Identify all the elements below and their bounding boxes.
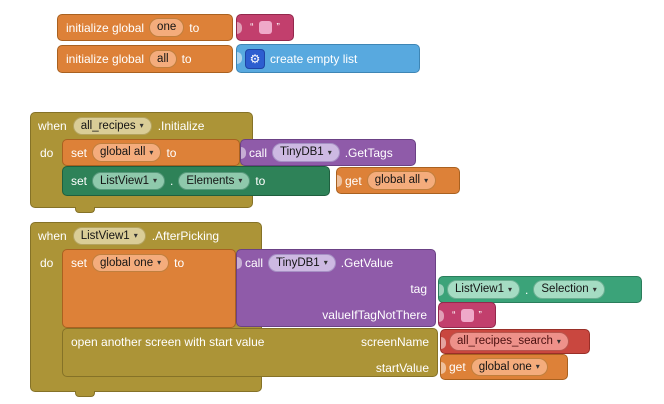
set-row: set global one ▾ to [63, 250, 235, 276]
to-label: to [255, 174, 266, 188]
create-empty-list-label: create empty list [270, 51, 358, 66]
event-name-label: .AfterPicking [151, 229, 220, 244]
dropdown-arrow-icon: ▾ [157, 258, 162, 267]
dropdown-arrow-icon: ▾ [153, 176, 158, 185]
call-row: call TinyDB1 ▾ .GetValue [237, 250, 435, 276]
dropdown-arrow-icon: ▾ [133, 231, 138, 241]
block-create-empty-list[interactable]: ⚙ create empty list [236, 44, 420, 73]
dropdown-arrow-icon: ▾ [592, 284, 597, 294]
connector-tab [75, 391, 95, 397]
empty-string-field[interactable] [258, 21, 272, 34]
block-set-listview-elements[interactable]: set ListView1 ▾ . Elements ▾ to [62, 166, 330, 196]
value-if-tag-not-there-label: valueIfTagNotThere [322, 308, 427, 322]
initialize-label: initialize global [66, 20, 145, 35]
event-name-label: .Initialize [157, 119, 205, 134]
value-if-param-row: valueIfTagNotThere [237, 302, 435, 328]
close-quote-icon: ” [276, 22, 280, 33]
block-initialize-global-one[interactable]: initialize global one to [57, 14, 233, 41]
when-label: when [38, 229, 67, 244]
set-label: set [71, 174, 88, 188]
to-label: to [189, 20, 200, 35]
open-quote-icon: “ [452, 309, 456, 321]
dot-label: . [525, 282, 529, 297]
block-listview-selection-getter[interactable]: ListView1 ▾ . Selection ▾ [438, 276, 642, 303]
component-dropdown-listview1[interactable]: ListView1 ▾ [447, 280, 521, 299]
empty-string-field[interactable] [460, 308, 474, 322]
variable-dropdown-global-all[interactable]: global all ▾ [366, 171, 437, 190]
method-name-label: .GetValue [340, 256, 394, 270]
dropdown-arrow-icon: ▾ [535, 362, 540, 371]
mutator-gear-icon[interactable]: ⚙ [245, 48, 265, 69]
call-label: call [249, 145, 268, 160]
to-label: to [174, 256, 185, 270]
dropdown-arrow-icon: ▾ [327, 147, 332, 157]
open-screen-label: open another screen with start value [71, 335, 265, 349]
block-get-global-one[interactable]: get global one ▾ [440, 354, 568, 380]
dropdown-arrow-icon: ▾ [424, 175, 429, 185]
block-screen-name-picker[interactable]: all_recipes_search ▾ [440, 329, 590, 354]
block-empty-string-one[interactable]: “ ” [236, 14, 294, 41]
dropdown-arrow-icon: ▾ [556, 336, 561, 346]
event-header: when ListView1 ▾ .AfterPicking [38, 227, 220, 246]
screen-dropdown-all-recipes-search[interactable]: all_recipes_search ▾ [449, 332, 569, 351]
block-empty-string-default[interactable]: “ ” [438, 302, 496, 328]
set-label: set [71, 145, 88, 160]
screen-name-row: open another screen with start value scr… [63, 329, 437, 355]
component-dropdown-all-recipes[interactable]: all_recipes ▾ [72, 117, 152, 136]
initialize-label: initialize global [66, 52, 145, 66]
dropdown-arrow-icon: ▾ [508, 284, 513, 294]
do-label: do [40, 146, 54, 160]
start-value-row: startValue [63, 355, 437, 381]
to-label: to [181, 52, 192, 66]
open-quote-icon: “ [250, 22, 254, 33]
connector-tab [75, 207, 95, 213]
block-call-tinydb-getvalue[interactable]: call TinyDB1 ▾ .GetValue tag valueIfTagN… [236, 249, 436, 327]
screen-name-param-label: screenName [360, 335, 429, 349]
dot-label: . [170, 174, 174, 188]
set-label: set [71, 256, 88, 270]
do-label: do [40, 256, 54, 270]
dropdown-arrow-icon: ▾ [238, 176, 243, 185]
get-label: get [449, 360, 466, 374]
component-dropdown-tinydb1[interactable]: TinyDB1 ▾ [272, 143, 340, 162]
variable-dropdown-global-one[interactable]: global one ▾ [470, 357, 548, 377]
dropdown-arrow-icon: ▾ [323, 258, 328, 267]
block-get-global-all[interactable]: get global all ▾ [336, 167, 460, 194]
to-label: to [166, 145, 177, 160]
property-dropdown-selection[interactable]: Selection ▾ [533, 280, 605, 299]
when-label: when [38, 119, 67, 134]
variable-name-field-one[interactable]: one [149, 18, 185, 37]
method-name-label: .GetTags [344, 145, 393, 160]
dropdown-arrow-icon: ▾ [149, 147, 154, 157]
variable-name-field-all[interactable]: all [149, 49, 177, 69]
block-set-global-all[interactable]: set global all ▾ to [62, 139, 240, 166]
component-dropdown-listview1[interactable]: ListView1 ▾ [92, 171, 166, 191]
tag-param-label: tag [410, 282, 427, 296]
tag-param-row: tag [237, 276, 435, 302]
variable-dropdown-global-one[interactable]: global one ▾ [92, 253, 170, 273]
block-call-tinydb-gettags[interactable]: call TinyDB1 ▾ .GetTags [240, 139, 416, 166]
component-dropdown-listview1[interactable]: ListView1 ▾ [72, 227, 146, 246]
block-initialize-global-all[interactable]: initialize global all to [57, 45, 233, 73]
get-label: get [345, 173, 362, 188]
close-quote-icon: ” [478, 309, 482, 321]
property-dropdown-elements[interactable]: Elements ▾ [178, 171, 251, 191]
event-header: when all_recipes ▾ .Initialize [38, 117, 205, 136]
variable-dropdown-global-all[interactable]: global all ▾ [92, 143, 162, 162]
block-set-global-one[interactable]: set global one ▾ to [62, 249, 236, 328]
start-value-param-label: startValue [375, 361, 429, 375]
component-dropdown-tinydb1[interactable]: TinyDB1 ▾ [268, 253, 336, 273]
call-label: call [245, 256, 264, 270]
block-open-another-screen[interactable]: open another screen with start value scr… [62, 328, 438, 377]
dropdown-arrow-icon: ▾ [139, 121, 144, 131]
